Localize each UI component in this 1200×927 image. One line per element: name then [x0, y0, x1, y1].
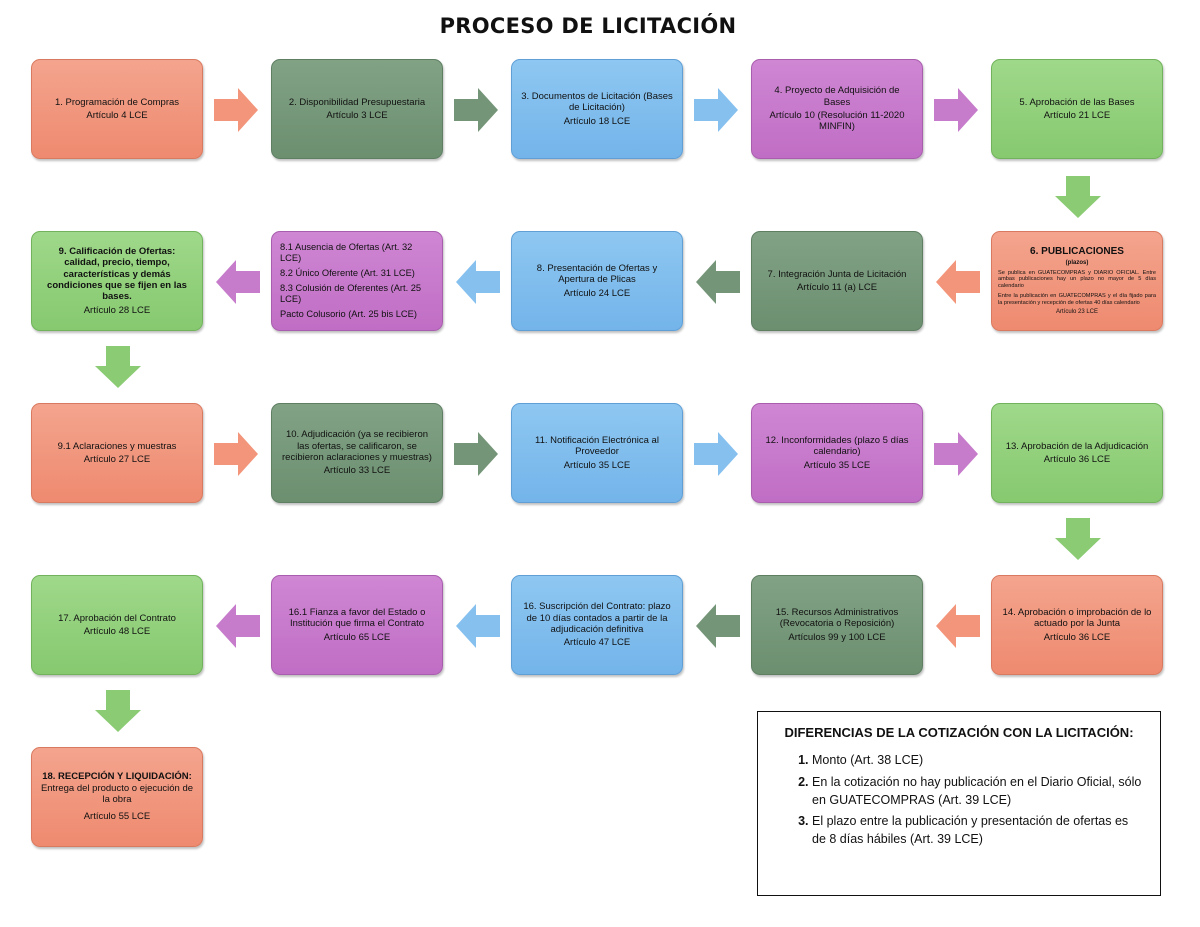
arrow-right-icon [934, 432, 978, 476]
arrow-left-icon [216, 260, 260, 304]
difference-item-2: En la cotización no hay publicación en e… [812, 773, 1144, 809]
step-7-article: Artículo 11 (a) LCE [796, 282, 878, 293]
step-14-box: 14. Aprobación o improbación de lo actua… [991, 575, 1163, 675]
page-title: PROCESO DE LICITACIÓN [439, 14, 737, 38]
step-15-title: 15. Recursos Administrativos (Revocatori… [775, 606, 899, 630]
step-6-box: 6. PUBLICACIONES (plazos) Se publica en … [991, 231, 1163, 331]
step-4-box: 4. Proyecto de Adquisición de Bases Artí… [751, 59, 923, 159]
step-16-1-title: 16.1 Fianza a favor del Estado o Institu… [288, 606, 426, 630]
step-7-title: 7. Integración Junta de Licitación [767, 268, 907, 280]
step-9-article: Artículo 28 LCE [83, 304, 151, 316]
step-2-article: Artículo 3 LCE [326, 110, 388, 121]
step-16-article: Artículo 47 LCE [563, 637, 631, 649]
step-13-article: Artículo 36 LCE [1043, 454, 1111, 465]
arrow-left-icon [456, 604, 500, 648]
step-6-paragraph-1: Se publica en GUATECOMPRAS y DIARIO OFIC… [998, 269, 1156, 290]
step-9-1-article: Artículo 27 LCE [83, 454, 151, 465]
step-4-title: 4. Proyecto de Adquisición de Bases [774, 85, 900, 108]
step-8-title: 8. Presentación de Ofertas y Apertura de… [536, 262, 658, 286]
arrow-left-icon [696, 260, 740, 304]
step-6-subtitle: (plazos) [1065, 259, 1089, 266]
arrow-left-icon [936, 260, 980, 304]
step-11-box: 11. Notificación Electrónica al Proveedo… [511, 403, 683, 503]
step-16-title: 16. Suscripción del Contrato: plazo de 1… [523, 601, 671, 635]
step-9-box: 9. Calificación de Ofertas: calidad, pre… [31, 231, 203, 331]
step-16-1-article: Artículo 65 LCE [323, 631, 391, 643]
step-13-title: 13. Aprobación de la Adjudicación [1005, 440, 1149, 452]
step-3-box: 3. Documentos de Licitación (Bases de Li… [511, 59, 683, 159]
arrow-right-icon [694, 432, 738, 476]
step-2-title: 2. Disponibilidad Presupuestaria [288, 96, 426, 108]
step-1-box: 1. Programación de Compras Artículo 4 LC… [31, 59, 203, 159]
step-12-title: 12. Inconformidades (plazo 5 días calend… [765, 434, 909, 458]
step-10-title: 10. Adjudicación (ya se recibieron las o… [282, 429, 432, 463]
step-8-2-label: 8.2 Único Oferente (Art. 31 LCE) [280, 267, 415, 278]
arrow-right-icon [214, 88, 258, 132]
differences-heading: DIFERENCIAS DE LA COTIZACIÓN CON LA LICI… [784, 725, 1134, 740]
step-8-subcases-box: 8.1 Ausencia de Ofertas (Art. 32 LCE) 8.… [271, 231, 443, 331]
step-18-article: Artículo 55 LCE [83, 811, 151, 823]
step-18-box: 18. RECEPCIÓN Y LIQUIDACIÓN: Entrega del… [31, 747, 203, 847]
step-8-box: 8. Presentación de Ofertas y Apertura de… [511, 231, 683, 331]
step-10-article: Artículo 33 LCE [323, 465, 391, 477]
step-12-article: Artículo 35 LCE [803, 459, 871, 471]
step-3-article: Artículo 18 LCE [563, 115, 631, 127]
arrow-left-icon [216, 604, 260, 648]
step-6-article: Artículo 23 LCE [1055, 309, 1099, 316]
step-8-1-label: 8.1 Ausencia de Ofertas (Art. 32 LCE) [280, 241, 413, 264]
step-5-title: 5. Aprobación de las Bases [1019, 96, 1135, 108]
step-5-article: Artículo 21 LCE [1043, 110, 1111, 121]
arrow-right-icon [214, 432, 258, 476]
arrow-down-icon [95, 690, 141, 732]
step-17-article: Artículo 48 LCE [83, 626, 151, 637]
step-17-title: 17. Aprobación del Contrato [58, 612, 176, 624]
step-16-box: 16. Suscripción del Contrato: plazo de 1… [511, 575, 683, 675]
step-12-box: 12. Inconformidades (plazo 5 días calend… [751, 403, 923, 503]
arrow-down-icon [1055, 176, 1101, 218]
arrow-right-icon [454, 432, 498, 476]
difference-item-1: Monto (Art. 38 LCE) [812, 751, 1144, 769]
step-6-paragraph-2: Entre la publicación en GUATECOMPRAS y e… [998, 292, 1156, 306]
arrow-left-icon [456, 260, 500, 304]
step-8-3-label: 8.3 Colusión de Oferentes (Art. 25 LCE) [280, 282, 422, 305]
step-6-title: 6. PUBLICACIONES [1030, 245, 1124, 257]
step-11-article: Artículo 35 LCE [563, 459, 631, 471]
step-8-article: Artículo 24 LCE [563, 287, 631, 299]
arrow-right-icon [934, 88, 978, 132]
step-14-title: 14. Aprobación o improbación de lo actua… [1002, 606, 1152, 630]
step-1-article: Artículo 4 LCE [86, 110, 148, 121]
step-9-1-title: 9.1 Aclaraciones y muestras [57, 440, 177, 452]
step-1-title: 1. Programación de Compras [54, 96, 180, 108]
step-15-box: 15. Recursos Administrativos (Revocatori… [751, 575, 923, 675]
arrow-left-icon [936, 604, 980, 648]
step-2-box: 2. Disponibilidad Presupuestaria Artícul… [271, 59, 443, 159]
step-11-title: 11. Notificación Electrónica al Proveedo… [535, 434, 659, 458]
arrow-left-icon [696, 604, 740, 648]
differences-list: Monto (Art. 38 LCE) En la cotización no … [774, 751, 1144, 848]
pacto-colusorio-label: Pacto Colusorio (Art. 25 bis LCE) [280, 308, 417, 319]
step-10-box: 10. Adjudicación (ya se recibieron las o… [271, 403, 443, 503]
step-4-article: Artículo 10 (Resolución 11-2020 MINFIN) [769, 110, 905, 133]
step-15-article: Artículos 99 y 100 LCE [788, 631, 886, 643]
step-7-box: 7. Integración Junta de Licitación Artíc… [751, 231, 923, 331]
step-9-title: 9. Calificación de Ofertas: calidad, pre… [47, 245, 187, 303]
step-14-article: Artículo 36 LCE [1043, 631, 1111, 643]
differences-note: DIFERENCIAS DE LA COTIZACIÓN CON LA LICI… [757, 711, 1161, 896]
step-18-title: 18. RECEPCIÓN Y LIQUIDACIÓN: [42, 771, 192, 783]
step-18-description: Entrega del producto o ejecución de la o… [40, 782, 194, 805]
step-3-title: 3. Documentos de Licitación (Bases de Li… [521, 90, 673, 114]
difference-item-3: El plazo entre la publicación y presenta… [812, 812, 1144, 848]
step-16-1-box: 16.1 Fianza a favor del Estado o Institu… [271, 575, 443, 675]
step-9-1-box: 9.1 Aclaraciones y muestras Artículo 27 … [31, 403, 203, 503]
arrow-right-icon [694, 88, 738, 132]
arrow-down-icon [95, 346, 141, 388]
step-17-box: 17. Aprobación del Contrato Artículo 48 … [31, 575, 203, 675]
arrow-down-icon [1055, 518, 1101, 560]
arrow-right-icon [454, 88, 498, 132]
step-5-box: 5. Aprobación de las Bases Artículo 21 L… [991, 59, 1163, 159]
step-13-box: 13. Aprobación de la Adjudicación Artícu… [991, 403, 1163, 503]
